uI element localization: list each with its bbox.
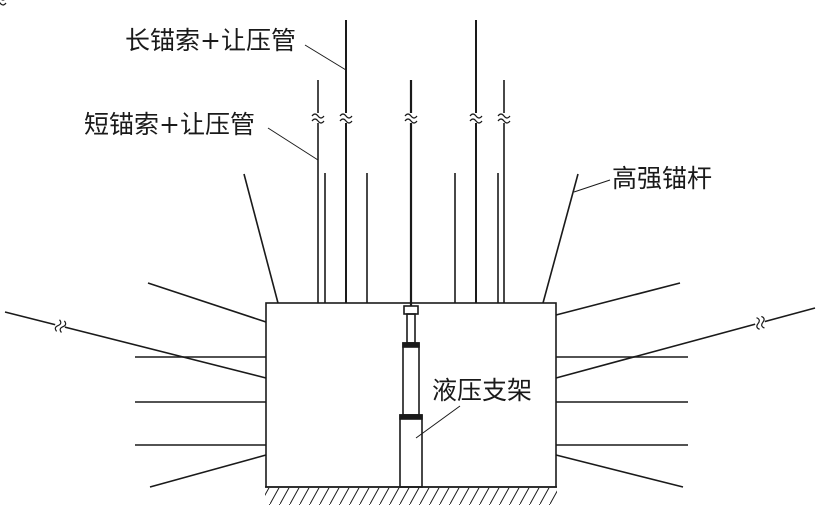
label-short-cable: 短锚索+让压管	[84, 110, 255, 139]
side-bolt	[555, 454, 684, 488]
label-long-cable: 长锚索+让压管	[125, 26, 296, 55]
corner-bolt	[542, 173, 579, 304]
side-bolt	[147, 282, 267, 323]
leader-long-cable	[304, 44, 347, 71]
corner-bolt	[243, 173, 279, 304]
break-marks	[0, 0, 768, 335]
hydraulic-support	[399, 305, 423, 488]
ground-hatching	[265, 488, 557, 505]
leader-short-cable	[267, 127, 319, 161]
label-support: 液压支架	[432, 376, 533, 405]
label-bolt: 高强锚杆	[612, 164, 713, 193]
side-long-cable	[555, 307, 816, 379]
leader-bolt	[573, 179, 611, 193]
leader-support	[415, 405, 461, 439]
side-bolt	[555, 282, 681, 316]
side-bolt	[149, 454, 267, 488]
side-long-cable	[4, 311, 267, 379]
